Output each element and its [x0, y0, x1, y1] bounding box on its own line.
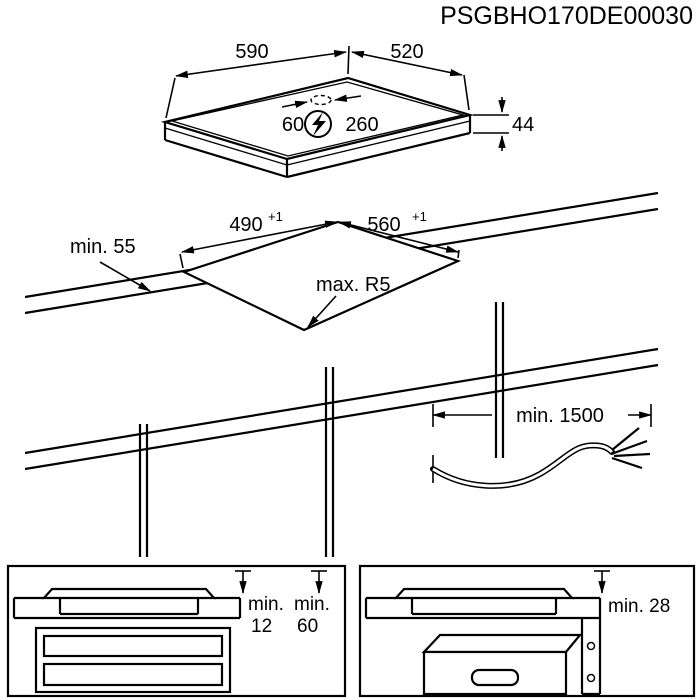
- dim-hob-depth: 520: [350, 41, 470, 111]
- oven-top: [421, 633, 583, 654]
- dim-cutout-width: 490 +1: [179, 209, 339, 269]
- cabinet-legs: [138, 302, 505, 557]
- detail-box-oven: [358, 564, 696, 698]
- worktop: 490 +1 560 +1 min. 55 max. R5: [24, 191, 659, 557]
- cutout-depth-value: 560: [367, 214, 400, 236]
- oven-clearance-detail: min. 28: [358, 564, 696, 698]
- counter-cross-section-right: [364, 596, 602, 620]
- drawer-gap-value: 12: [251, 616, 272, 637]
- hob-top-bevel: [169, 81, 466, 157]
- front-clearance-value: min. 55: [70, 236, 136, 258]
- hob-body-edges: [163, 115, 472, 179]
- cutout-width-value: 490: [229, 214, 262, 236]
- dim-drawer-depth: min. 60: [294, 570, 330, 637]
- hob-depth-value: 520: [390, 41, 423, 63]
- document-code: PSGBHO170DE00030: [440, 2, 693, 30]
- corner-radius-value: max. R5: [316, 274, 390, 296]
- dim-cutout-depth: 560 +1: [337, 209, 460, 259]
- cable-stripped-wires: [611, 427, 651, 470]
- cable-offset-left-value: 60: [282, 114, 304, 136]
- oven-gap-value: min. 28: [608, 596, 670, 617]
- dim-oven-gap: min. 28: [594, 570, 670, 617]
- cutout-width-tolerance: +1: [268, 209, 283, 224]
- mains-cable-core: [432, 443, 614, 488]
- hob-profile-left: [41, 587, 217, 600]
- cable-entry-ellipse: [310, 94, 332, 106]
- mains-cable-section: min. 1500: [430, 404, 653, 489]
- dim-drawer-gap: min. 12: [235, 570, 284, 637]
- base-rail: [24, 347, 659, 471]
- cable-length-value: min. 1500: [516, 405, 604, 427]
- cutout-depth-tolerance: +1: [412, 209, 427, 224]
- hob-body-in-cutout-left: [58, 598, 200, 616]
- counter-cross-section-left: [12, 596, 242, 620]
- hob-width-value: 590: [235, 41, 268, 63]
- drawer-clearance-detail: min. 12 min. 60: [6, 564, 347, 698]
- dim-hob-height: 44: [473, 97, 534, 151]
- detail-box-drawer: [6, 564, 347, 698]
- dim-hob-width: 590: [165, 41, 350, 119]
- drawer: [34, 626, 232, 694]
- drawer-gap-min-label: min.: [248, 594, 284, 615]
- cabinet-side-panel: [580, 618, 602, 696]
- cable-offset-right-value: 260: [345, 114, 378, 136]
- hob-height-value: 44: [512, 114, 534, 136]
- drawer-depth-value: 60: [297, 616, 318, 637]
- built-in-oven: [421, 633, 583, 696]
- oven-handle-slot: [470, 668, 520, 687]
- hob-top-view: 590 520 44 60 260: [160, 41, 534, 179]
- hob-body-in-cutout-right: [410, 598, 558, 616]
- hob-profile-right: [393, 587, 575, 600]
- fixing-hole-top: [586, 641, 596, 651]
- mains-connection-position: 60 260: [281, 94, 379, 138]
- dim-corner-radius: max. R5: [307, 274, 390, 328]
- lightning-bolt-icon: [312, 112, 326, 136]
- dim-front-clearance: min. 55: [70, 236, 151, 292]
- fixing-hole-bottom: [586, 673, 596, 683]
- drawer-depth-min-label: min.: [294, 594, 330, 615]
